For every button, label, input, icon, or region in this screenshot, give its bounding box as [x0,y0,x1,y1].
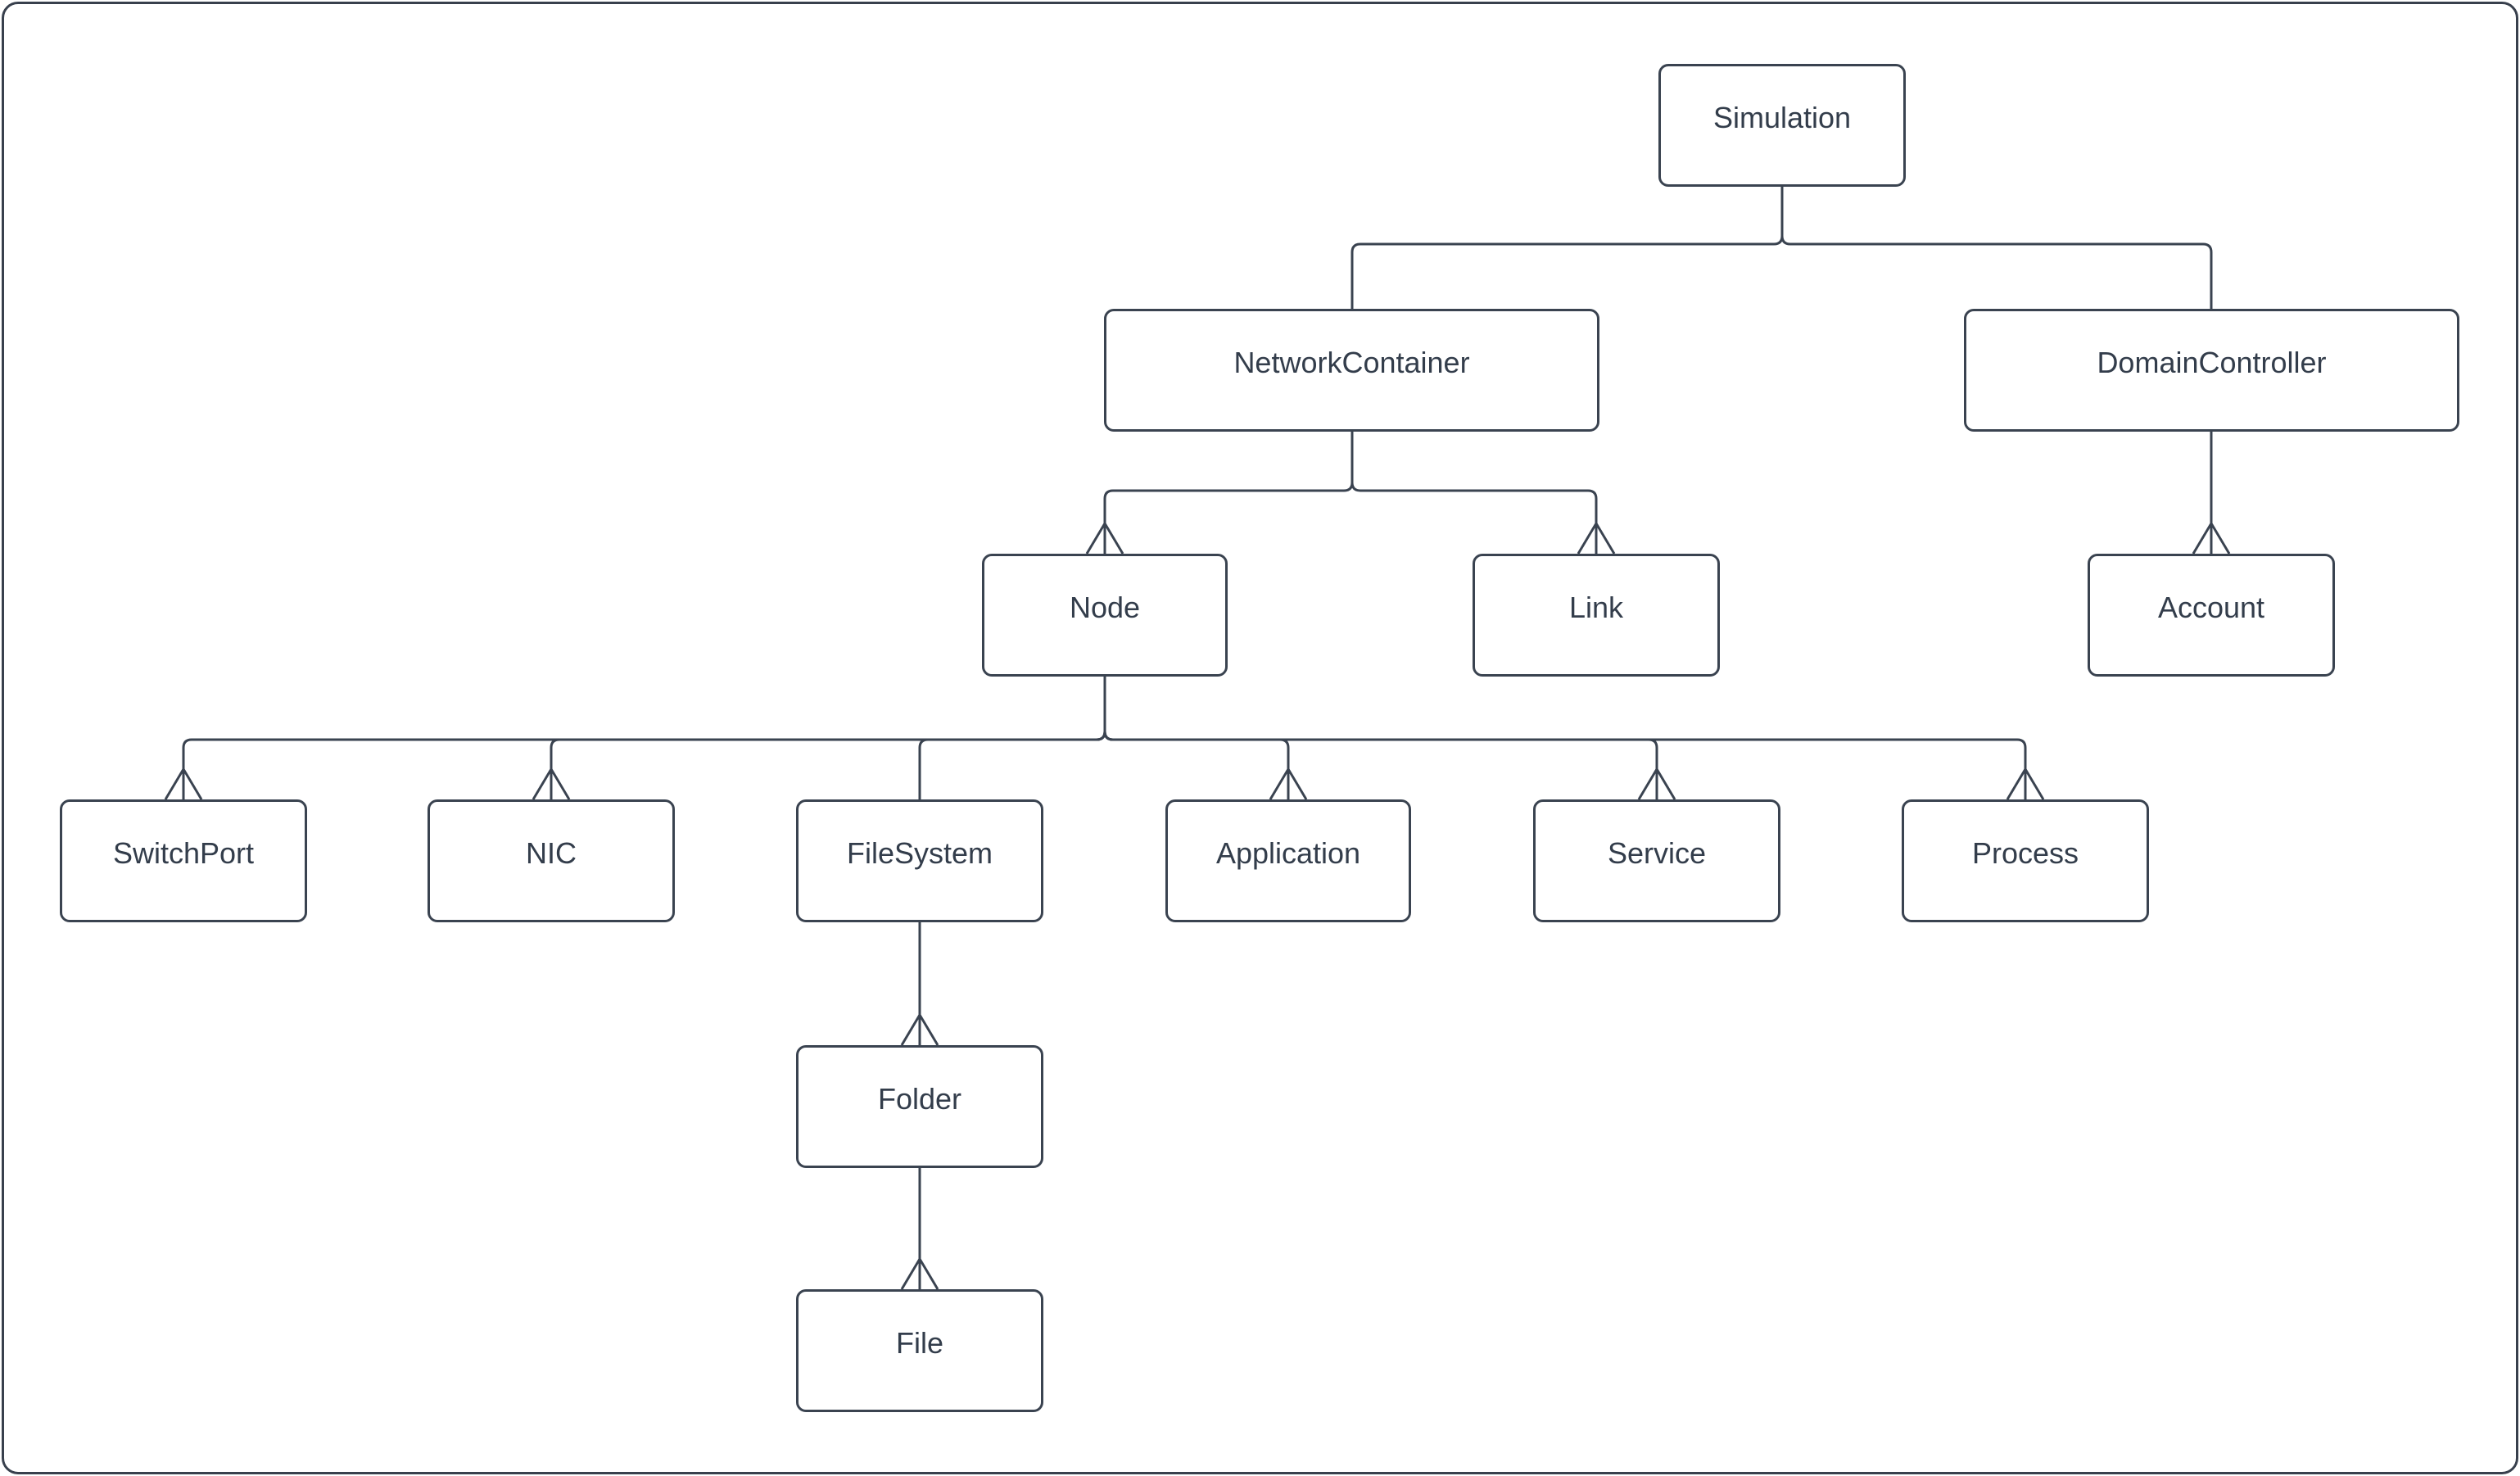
edge-node-switchport [164,677,1106,800]
edge-node-nic [532,677,1106,800]
edge-node-service [1103,677,1676,800]
edge-simulation-domain-controller [1780,187,2213,309]
node-folder: Folder [796,1045,1043,1168]
edge-filesystem-folder [900,922,939,1046]
node-simulation: Simulation [1658,64,1906,187]
node-network-container: NetworkContainer [1104,309,1599,432]
edge-node-application [1103,677,1308,800]
edge-domain-controller-account [2192,432,2231,555]
node-application: Application [1165,799,1411,922]
edge-network-container-link [1350,432,1616,555]
node-nic: NIC [428,799,675,922]
node-file: File [796,1289,1043,1412]
node-node: Node [982,554,1228,677]
node-process: Process [1902,799,2149,922]
node-filesystem: FileSystem [796,799,1043,922]
node-switchport: SwitchPort [60,799,307,922]
edge-network-container-node [1085,432,1354,555]
node-account: Account [2088,554,2335,677]
edge-node-filesystem [918,677,1106,799]
node-service: Service [1533,799,1780,922]
edge-node-process [1103,677,2045,800]
edge-folder-file [900,1168,939,1290]
edge-simulation-network-container [1350,187,1784,309]
node-domain-controller: DomainController [1964,309,2459,432]
node-link: Link [1473,554,1720,677]
